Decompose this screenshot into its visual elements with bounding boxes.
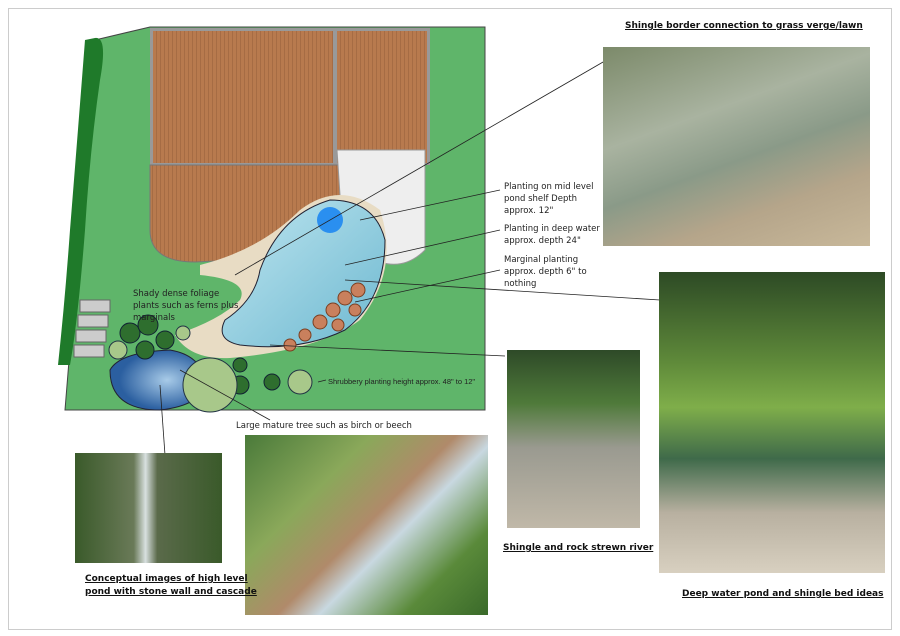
note-shady: Shady dense foliage plants such as ferns… xyxy=(133,288,238,324)
note-line: Planting on mid level xyxy=(504,182,594,192)
note-line: approx. depth 6" to xyxy=(504,267,587,277)
note-line: Planting in deep water xyxy=(504,224,600,234)
note-mid-shelf: Planting on mid level pond shelf Depth a… xyxy=(504,181,594,217)
pond xyxy=(221,199,386,348)
page-border xyxy=(8,8,892,630)
hedge xyxy=(58,37,104,365)
photo-river xyxy=(507,350,640,528)
note-line: Marginal planting xyxy=(504,255,579,265)
note-line: approx. 12" xyxy=(504,206,554,216)
note-deep-water: Planting in deep water approx. depth 24" xyxy=(504,223,600,247)
caption-high-pond: Conceptual images of high level pond wit… xyxy=(85,573,257,599)
note-marginal: Marginal planting approx. depth 6" to no… xyxy=(504,254,587,290)
note-line: Shady dense foliage xyxy=(133,289,220,299)
note-tree: Large mature tree such as birch or beech xyxy=(236,421,412,431)
note-line: approx. depth 24" xyxy=(504,236,581,246)
photo-garden-waterfall xyxy=(245,435,488,615)
caption-river: Shingle and rock strewn river xyxy=(503,543,654,553)
photo-deep-pond xyxy=(659,272,885,573)
note-line: pond shelf Depth xyxy=(504,194,578,204)
caption-deep-pond: Deep water pond and shingle bed ideas xyxy=(682,589,884,599)
caption-shingle-border: Shingle border connection to grass verge… xyxy=(625,21,863,31)
note-line: marginals xyxy=(133,313,175,323)
caption-line: Conceptual images of high level xyxy=(85,574,248,584)
note-shrubbery: Shrubbery planting height approx. 48" to… xyxy=(328,377,476,386)
caption-line: pond with stone wall and cascade xyxy=(85,587,257,597)
photo-shingle-border xyxy=(603,47,870,246)
note-line: nothing xyxy=(504,279,537,289)
photo-wall-cascade xyxy=(75,453,222,563)
note-line: plants such as ferns plus xyxy=(133,301,239,311)
